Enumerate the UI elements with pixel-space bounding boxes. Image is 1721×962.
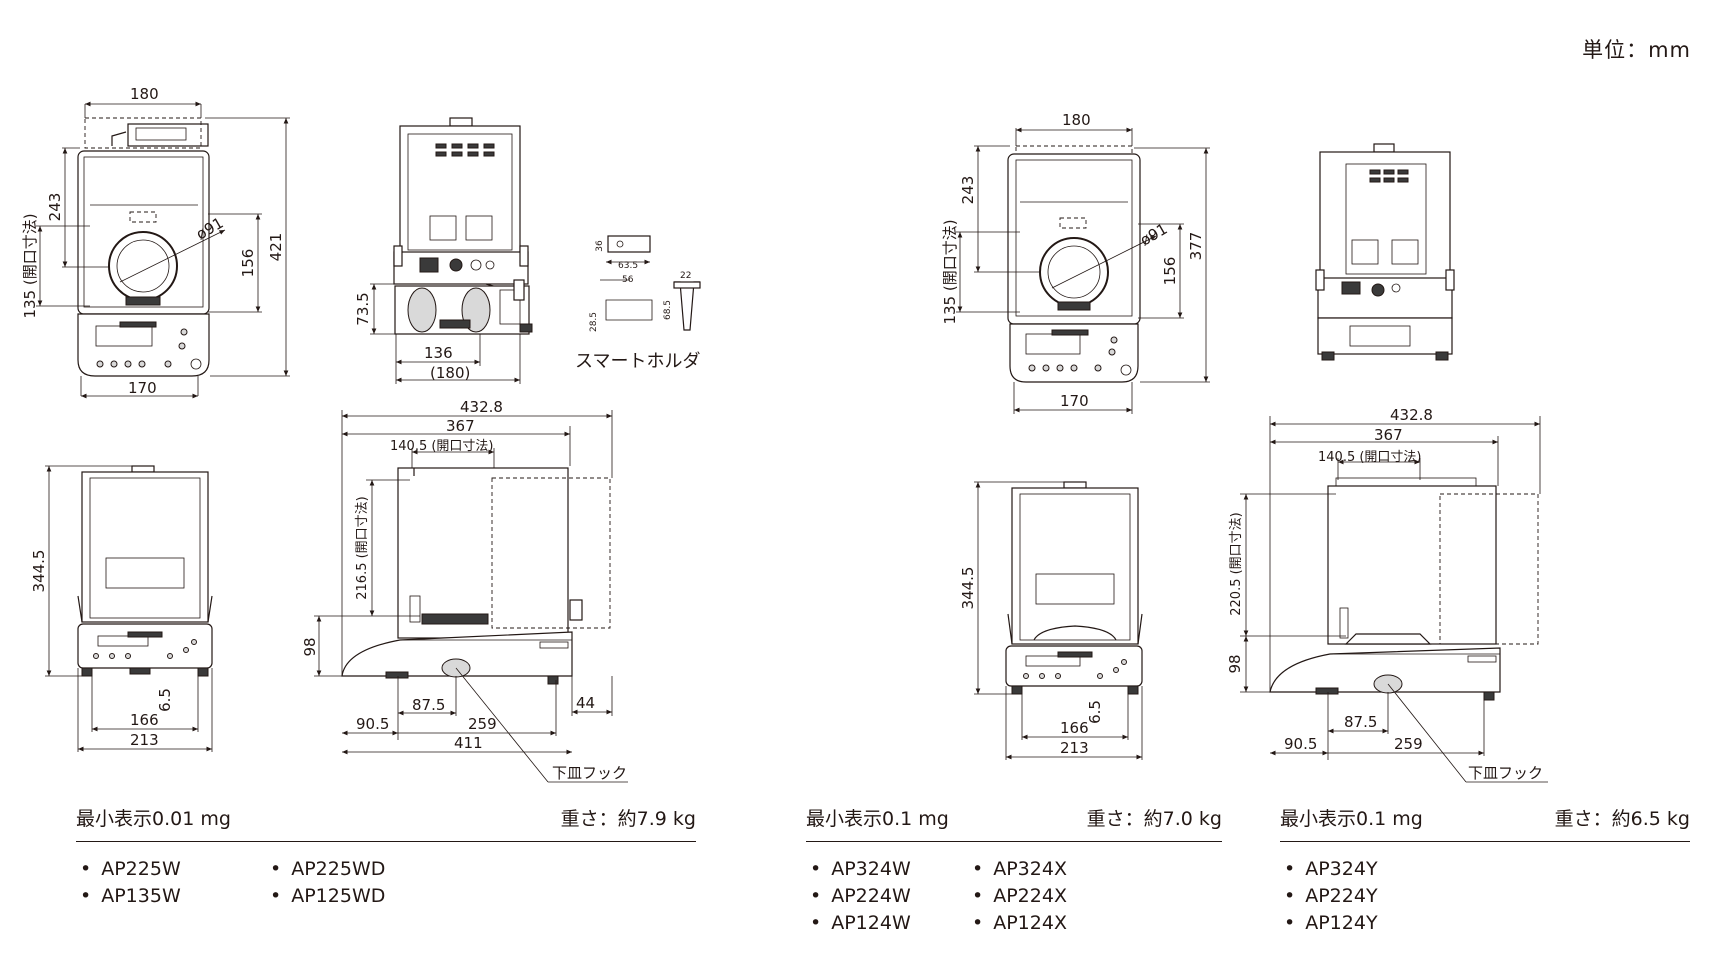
min-display-3: 最小表示0.1 mg	[1280, 808, 1423, 830]
dim-170: 170	[128, 379, 157, 397]
dim-243: 243	[46, 193, 64, 222]
dim-136: 136	[424, 344, 453, 362]
hook-label-1: 下皿フック	[552, 764, 627, 782]
dim-28-5: 28.5	[589, 312, 599, 332]
model-list-2b: AP324X AP224X AP124X	[968, 856, 1067, 937]
dim-87-5-c: 87.5	[1344, 713, 1377, 731]
technical-drawing: 180 170 243 135 (開口寸法) ø91 156 421	[21, 85, 1548, 783]
spec-group-1: 最小表示0.01 mg 重さ：約7.9 kg AP225W AP135W AP2…	[76, 804, 696, 910]
spec-group-3: 最小表示0.1 mg 重さ：約6.5 kg AP324Y AP224Y AP12…	[1280, 804, 1690, 937]
dim-135-open: 135 (開口寸法)	[21, 213, 39, 318]
front-view-2	[1005, 481, 1143, 695]
model-list-2a: AP324W AP224W AP124W	[806, 856, 968, 937]
dim-180-b: 180	[1062, 111, 1091, 129]
dim-243-b: 243	[959, 176, 977, 205]
dim-90-5-c: 90.5	[1284, 735, 1317, 753]
list-item: AP125WD	[266, 883, 385, 910]
weight-3: 重さ：約6.5 kg	[1554, 808, 1690, 830]
dim-63-5: 63.5	[618, 261, 638, 271]
dim-98-c: 98	[1226, 654, 1244, 673]
dim-87-5: 87.5	[412, 696, 445, 714]
profile-view-1	[341, 467, 611, 685]
dim-90-5: 90.5	[356, 715, 389, 733]
model-list-1b: AP225WD AP125WD	[266, 856, 385, 910]
dim-166-b: 166	[1060, 719, 1089, 737]
top-view-1	[77, 117, 226, 377]
smart-holder: 63.5 56 22 36 28.5 68.5 スマートホルダ	[575, 235, 701, 372]
weight-1: 重さ：約7.9 kg	[560, 808, 696, 830]
model-list-1a: AP225W AP135W	[76, 856, 266, 910]
profile-view-3	[1269, 477, 1539, 701]
list-item: AP224W	[806, 883, 968, 910]
smart-holder-label: スマートホルダ	[575, 351, 700, 372]
list-item: AP224Y	[1280, 883, 1377, 910]
list-item: AP324Y	[1280, 856, 1377, 883]
dim-180-paren: (180)	[430, 364, 470, 382]
dim-216-5-open: 216.5 (開口寸法)	[355, 496, 370, 600]
dim-367: 367	[446, 417, 475, 435]
profile-view-1-dims: 432.8 367 140.5 (開口寸法) 216.5 (開口寸法) 98 9…	[301, 398, 628, 783]
list-item: AP124X	[968, 910, 1067, 937]
list-item: AP224X	[968, 883, 1067, 910]
dim-411: 411	[454, 734, 483, 752]
front-view-1-dims: 344.5 6.5 166 213	[30, 465, 213, 752]
dim-156-b: 156	[1161, 257, 1179, 286]
dim-22: 22	[680, 271, 691, 281]
dim-6-5: 6.5	[156, 688, 174, 712]
dim-344-5-b: 344.5	[959, 567, 977, 610]
hook-label-3: 下皿フック	[1468, 764, 1543, 782]
rear-view-2	[1315, 143, 1455, 361]
dim-68-5: 68.5	[663, 300, 673, 320]
top-view-2	[1007, 145, 1157, 383]
dim-259: 259	[468, 715, 497, 733]
rear-view-1	[393, 117, 533, 335]
dim-432-8-c: 432.8	[1390, 406, 1433, 424]
dim-213-b: 213	[1060, 739, 1089, 757]
list-item: AP124Y	[1280, 910, 1377, 937]
unit-label: 単位：mm	[1582, 38, 1691, 62]
dim-140-5-open-c: 140.5 (開口寸法)	[1318, 450, 1422, 465]
dim-73-5: 73.5	[354, 292, 372, 325]
dim-98: 98	[301, 637, 319, 656]
list-item: AP324X	[968, 856, 1067, 883]
front-view-2-dims: 344.5 6.5 166 213	[959, 481, 1143, 760]
dim-166: 166	[130, 711, 159, 729]
dim-377: 377	[1187, 232, 1205, 261]
dim-421: 421	[267, 233, 285, 262]
dim-156: 156	[239, 249, 257, 278]
list-item: AP225WD	[266, 856, 385, 883]
dim-140-5-open: 140.5 (開口寸法)	[390, 439, 494, 454]
dim-180: 180	[130, 85, 159, 103]
dim-220-5-open: 220.5 (開口寸法)	[1229, 512, 1244, 616]
dim-36: 36	[595, 240, 605, 252]
min-display-1: 最小表示0.01 mg	[76, 808, 231, 830]
dim-367-c: 367	[1374, 426, 1403, 444]
model-list-3: AP324Y AP224Y AP124Y	[1280, 856, 1377, 937]
top-view-2-dims: 180 170 243 135 (開口寸法) ø91 156 377	[941, 111, 1210, 414]
profile-view-3-dims: 432.8 367 140.5 (開口寸法) 220.5 (開口寸法) 98 9…	[1226, 406, 1548, 783]
list-item: AP225W	[76, 856, 266, 883]
dim-344-5: 344.5	[30, 550, 48, 593]
dim-259-c: 259	[1394, 735, 1423, 753]
rear-view-1-dims: 73.5 136 (180)	[354, 283, 521, 384]
list-item: AP135W	[76, 883, 266, 910]
dim-432-8: 432.8	[460, 398, 503, 416]
dim-56: 56	[622, 275, 634, 285]
spec-group-2: 最小表示0.1 mg 重さ：約7.0 kg AP324W AP224W AP12…	[806, 804, 1222, 937]
list-item: AP324W	[806, 856, 968, 883]
min-display-2: 最小表示0.1 mg	[806, 808, 949, 830]
list-item: AP124W	[806, 910, 968, 937]
dim-44: 44	[576, 694, 595, 712]
dim-170-b: 170	[1060, 392, 1089, 410]
dim-213: 213	[130, 731, 159, 749]
dim-135-open-b: 135 (開口寸法)	[941, 219, 959, 324]
weight-2: 重さ：約7.0 kg	[1086, 808, 1222, 830]
dim-6-5-b: 6.5	[1086, 700, 1104, 724]
front-view-1	[77, 465, 213, 677]
